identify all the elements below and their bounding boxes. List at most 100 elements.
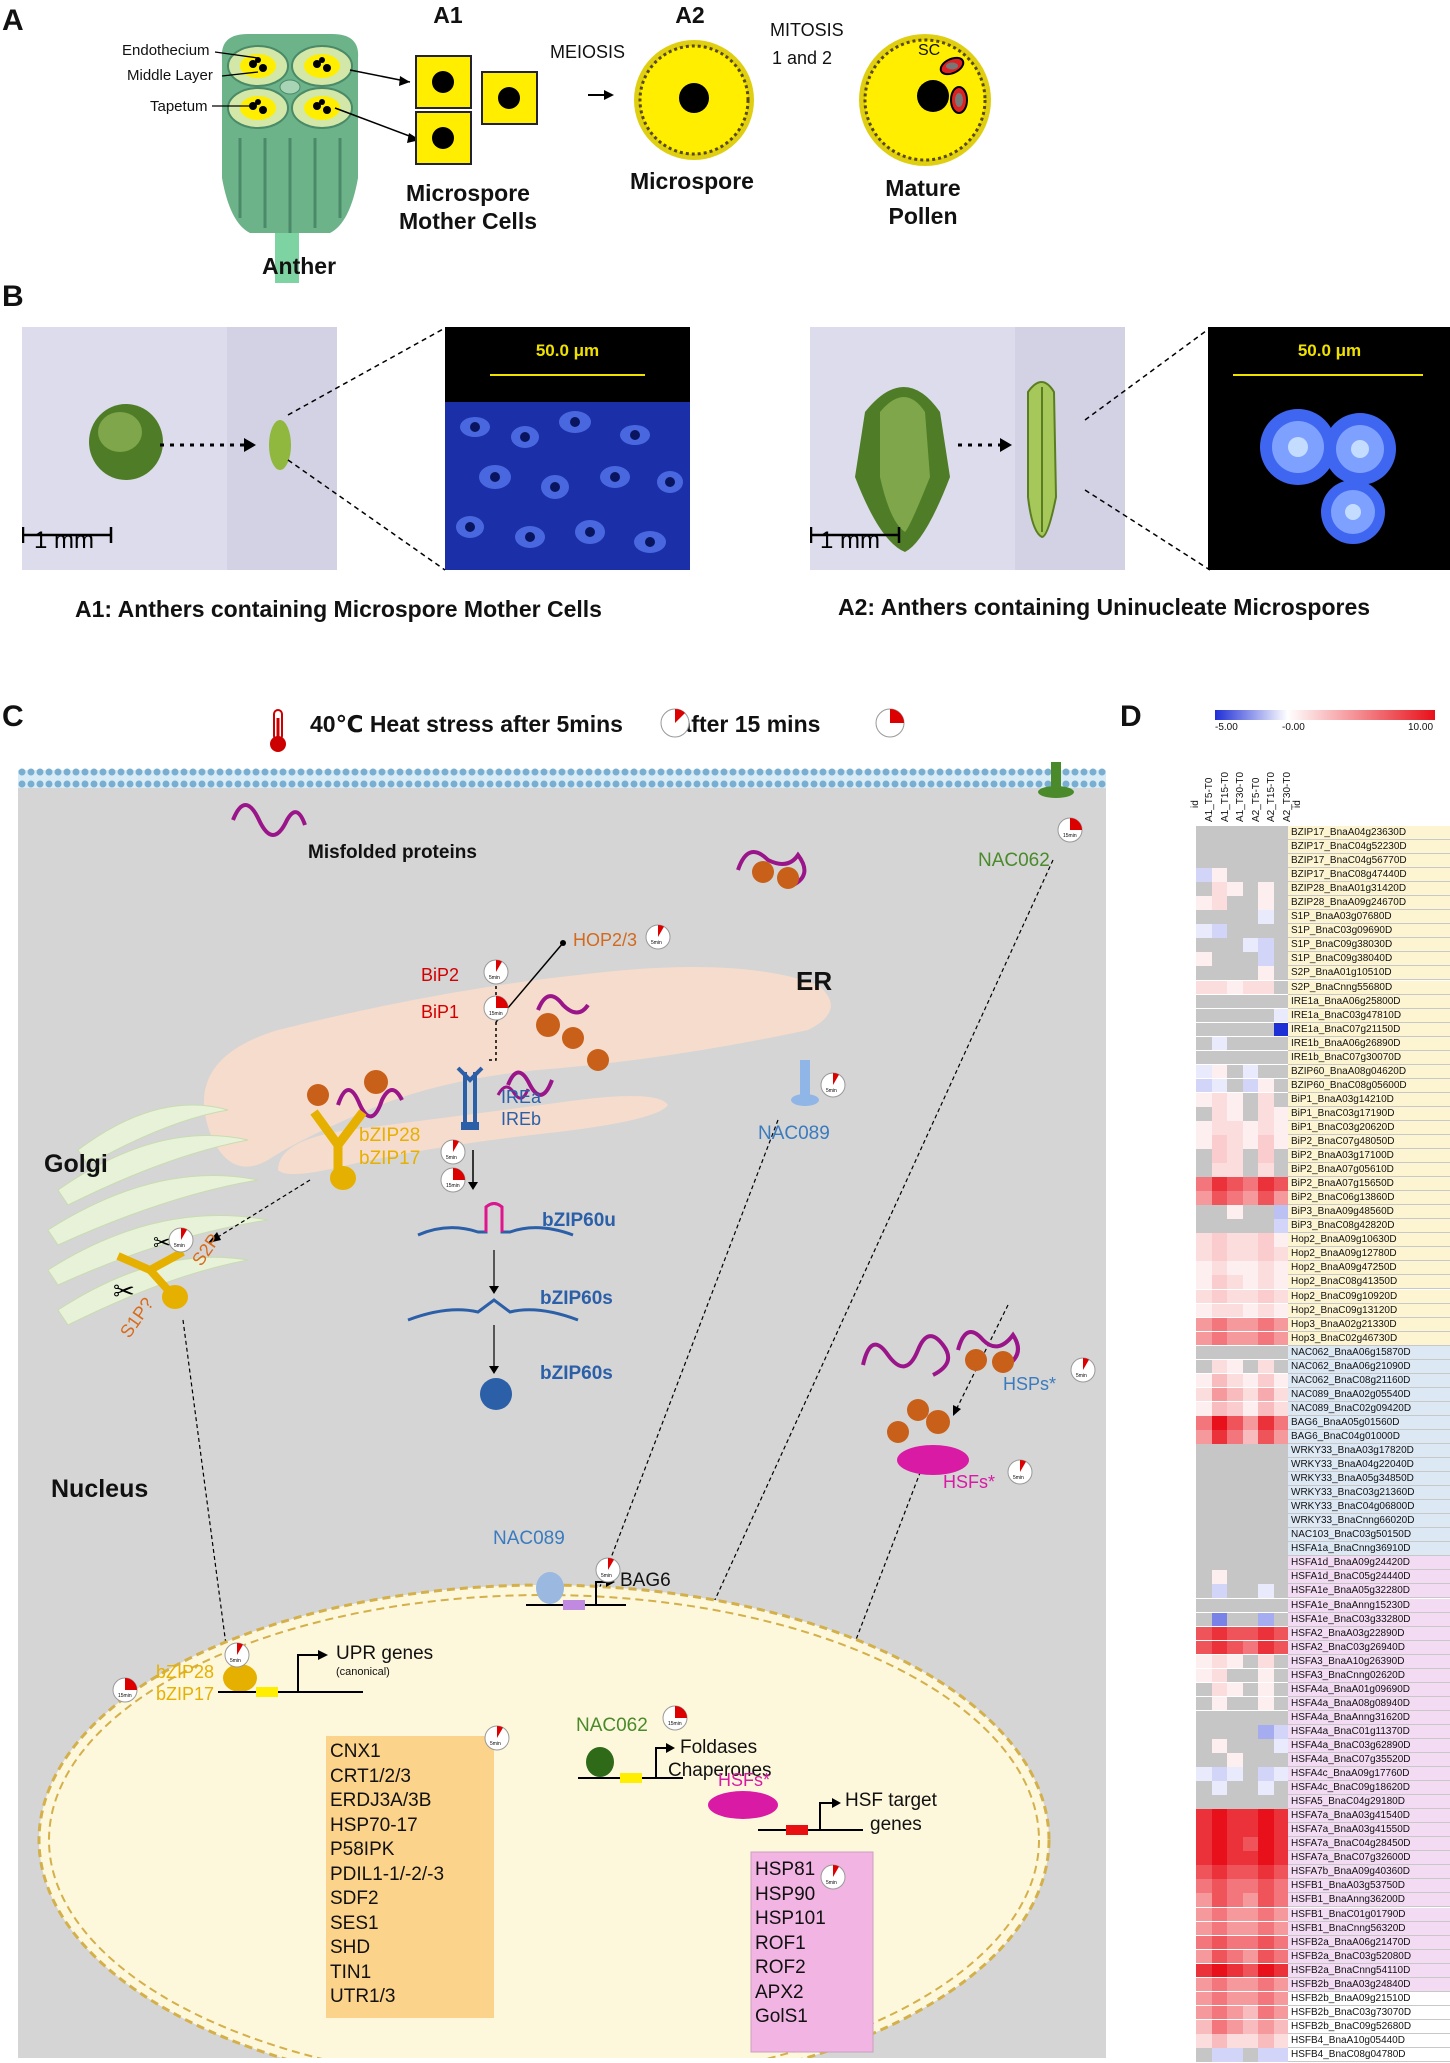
heatmap-cell [1227,924,1243,938]
heatmap-cell [1211,1359,1227,1374]
heatmap-cell [1227,1781,1243,1795]
heatmap-cell [1242,1907,1258,1922]
heatmap-cell [1211,2033,1227,2048]
heatmap-cell [1242,1359,1258,1374]
heatmap-row-label: Hop2_BnaA09g47250D [1288,1261,1450,1276]
heatmap-cell [1211,1120,1227,1135]
heatmap-cell [1196,826,1212,840]
heatmap-cell [1211,1654,1227,1669]
heatmap-cell [1258,910,1274,924]
heatmap-column-header: A2_T15-T0 [1266,771,1277,822]
heatmap-column-header: A1_T30-T0 [1235,771,1246,822]
heatmap-cell [1211,2005,1227,2020]
label-er: ER [796,966,833,996]
heatmap-cell [1211,1486,1227,1500]
heatmap-cell [1273,1851,1289,1865]
heatmap-cell [1211,1963,1227,1978]
heatmap-cell [1227,1753,1243,1767]
heatmap-cell [1273,1500,1289,1514]
heatmap-cell [1196,1429,1212,1444]
upr-gene-item: SDF2 [330,1888,379,1909]
heatmap-cell [1196,1191,1212,1205]
heatmap-cell [1273,1317,1289,1332]
heatmap-cell [1273,1795,1289,1809]
heatmap-cell [1273,1106,1289,1121]
heatmap-cell [1242,1598,1258,1613]
heatmap-row-label: BZIP17_BnaC04g52230D [1288,840,1450,855]
heatmap-row-label: HSFB1_BnaCnng56320D [1288,1921,1450,1936]
heatmap-cell [1258,1935,1274,1950]
heatmap-cell [1273,1289,1289,1304]
heatmap-cell [1258,840,1274,854]
heatmap-cell [1273,1542,1289,1556]
heatmap-cell [1196,1514,1212,1528]
heatmap-cell [1242,1893,1258,1908]
heatmap-cell [1211,1865,1227,1879]
heatmap-cell [1211,1949,1227,1964]
heatmap-cell [1242,1963,1258,1978]
heatmap-cell [1227,1640,1243,1655]
upr-gene-item: P58IPK [330,1839,395,1860]
heatmap-cell [1227,2047,1243,2062]
clock-label: 15min [1063,833,1077,839]
heatmap-cell [1196,1781,1212,1795]
heatmap-cell [1227,1823,1243,1837]
heatmap-cell [1258,1008,1274,1023]
heatmap-cell [1273,910,1289,924]
heatmap-cell [1242,1556,1258,1570]
heatmap-cell [1227,1247,1243,1261]
heatmap-cell [1196,2019,1212,2034]
heatmap-cell [1211,1317,1227,1332]
heatmap-cell [1242,1528,1258,1542]
heatmap-cell [1227,1415,1243,1430]
heatmap-cell [1227,1205,1243,1219]
label-misfolded: Misfolded proteins [308,842,477,863]
heatmap-cell [1242,1977,1258,1992]
label-hsfs-nucleus: HSFs* [718,1770,771,1790]
heatmap-cell [1258,868,1274,882]
heatmap-row-label: S2P_BnaCnng55680D [1288,980,1450,995]
heatmap-cell [1211,1289,1227,1304]
heatmap-cell [1258,1219,1274,1233]
heatmap-row-label: BAG6_BnaC04g01000D [1288,1429,1450,1444]
heatmap-cell [1258,1977,1274,1992]
heatmap-cell [1227,1977,1243,1992]
panel-letter-c: C [2,700,24,733]
heatmap-cell [1273,1949,1289,1964]
heatmap-column-header: A1_T15-T0 [1219,771,1231,822]
heatmap-cell [1258,1429,1274,1444]
clock-5min-icon: 5min [595,1557,621,1583]
heatmap-cell [1211,1233,1227,1247]
heatmap-cell [1258,1907,1274,1922]
heatmap-cell [1258,1738,1274,1753]
heatmap-cell [1196,1935,1212,1950]
label-hsf-target-2: genes [870,1814,922,1835]
heatmap-cell [1258,1387,1274,1402]
heatmap-cell [1273,868,1289,882]
heatmap-cell [1258,1668,1274,1683]
heatmap-cell [1211,1710,1227,1725]
heatmap-cell [1242,1036,1258,1051]
heatmap-cell [1258,826,1274,840]
heatmap-cell [1211,1528,1227,1542]
heatmap-cell [1211,910,1227,924]
clock-5min-icon: 5min [484,1725,510,1751]
heatmap-cell [1227,1275,1243,1290]
heatmap-cell [1196,1977,1212,1992]
heatmap-cell [1273,1050,1289,1065]
heatmap-cell [1273,1865,1289,1879]
heatmap-cell [1258,1317,1274,1332]
heatmap-column-header: A2_T30-T0 [1281,771,1293,822]
heatmap-cell [1211,882,1227,896]
clock-5min-icon: 5min [820,1864,846,1890]
heatmap-cell [1258,1781,1274,1795]
heatmap-cell [1196,1050,1212,1065]
label-bip1: BiP1 [421,1002,460,1022]
heatmap-cell [1258,1654,1274,1669]
heatmap-cell [1273,1626,1289,1641]
heatmap-row-label: Hop2_BnaC08g41350D [1288,1275,1450,1290]
heatmap-cell [1242,1415,1258,1430]
heatmap-cell [1227,840,1243,854]
heatmap-cell [1273,1261,1289,1276]
heatmap-row-label: HSFA1a_BnaCnng36910D [1288,1542,1450,1557]
